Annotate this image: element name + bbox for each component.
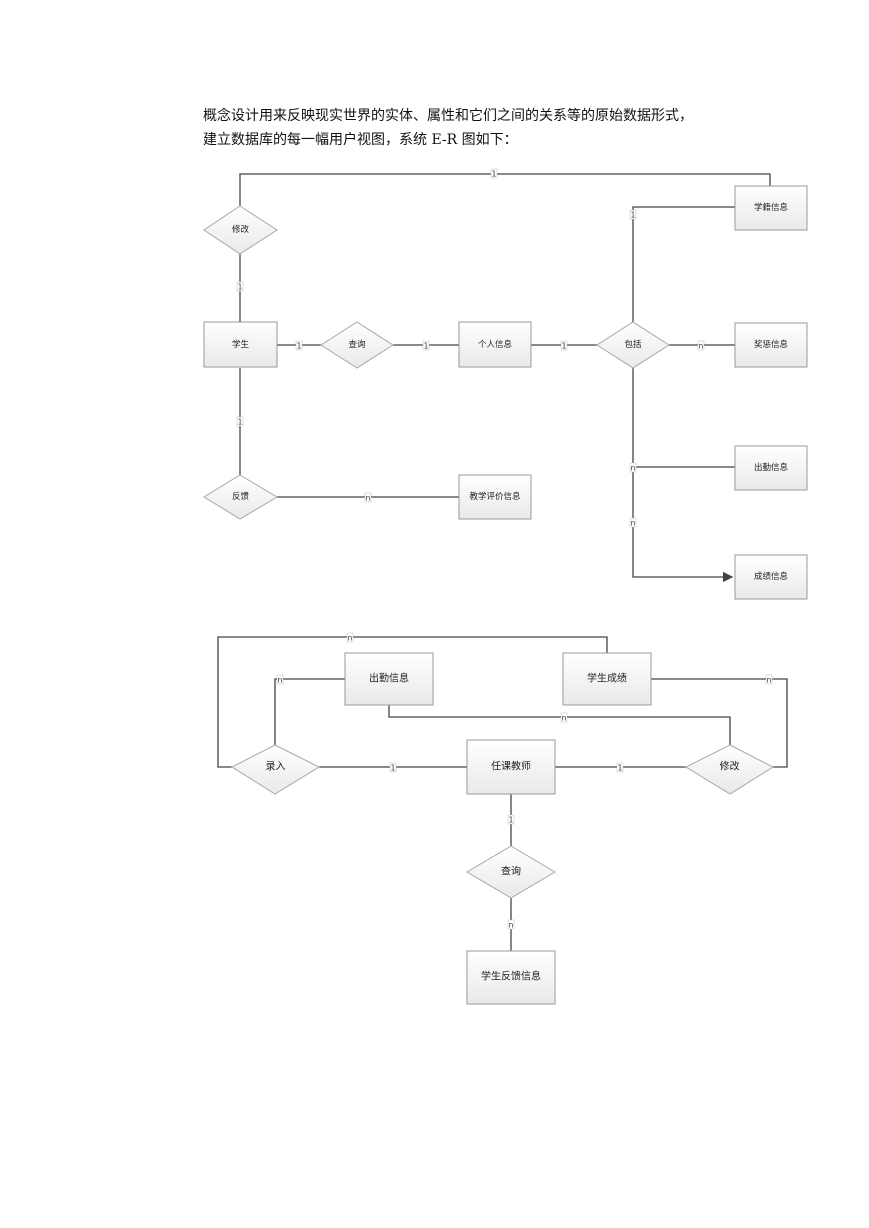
cardinality-include-attendance: n	[629, 462, 637, 473]
svg-text:1: 1	[618, 764, 623, 773]
relation2-input[interactable]: 录入	[230, 744, 321, 795]
svg-text:1: 1	[238, 283, 243, 292]
connector-input-grade-loop	[217, 636, 608, 768]
intro-paragraph: 概念设计用来反映现实世界的实体、属性和它们之间的关系等的原始数据形式， 建立数据…	[203, 104, 803, 152]
entity-teaching-eval-info-label: 教学评价信息	[469, 491, 521, 502]
entity-reward-info-label: 奖惩信息	[754, 339, 789, 350]
cardinality-modify-student: 1	[236, 281, 244, 292]
entity2-attendance-info-label: 出勤信息	[369, 672, 409, 685]
cardinality-include-reward: n	[697, 340, 705, 351]
cardinality-student-query: 1	[295, 340, 303, 351]
svg-text:n: n	[278, 676, 283, 685]
cardinality-info-include: 1	[560, 340, 568, 351]
svg-text:1: 1	[424, 342, 429, 351]
cardinality-query-info: 1	[422, 340, 430, 351]
svg-text:1: 1	[492, 170, 497, 179]
relation2-query[interactable]: 查询	[466, 845, 556, 899]
svg-text:1: 1	[391, 764, 396, 773]
relation-include-label: 包括	[624, 339, 642, 350]
cardinality2-attendance-modify: n	[560, 712, 568, 723]
connector-attendance-modify	[388, 705, 731, 745]
relation2-query-label: 查询	[501, 865, 521, 878]
entity2-student-grade[interactable]: 学生成绩	[562, 652, 652, 706]
entity-enrollment-info[interactable]: 学籍信息	[734, 185, 808, 231]
entity-enrollment-info-label: 学籍信息	[754, 202, 789, 213]
connector-input-attendance	[274, 678, 345, 745]
entity-grade-info[interactable]: 成绩信息	[734, 554, 808, 600]
entity-attendance-info[interactable]: 出勤信息	[734, 445, 808, 491]
intro-line-1: 概念设计用来反映现实世界的实体、属性和它们之间的关系等的原始数据形式，	[203, 108, 693, 124]
cardinality2-grade-modify: n	[765, 674, 773, 685]
relation2-modify[interactable]: 修改	[684, 744, 775, 795]
cardinality2-query-feedback: n	[507, 919, 515, 930]
entity-student-label: 学生	[232, 339, 250, 350]
cardinality-top: 1	[490, 168, 498, 179]
svg-text:1: 1	[631, 211, 636, 220]
svg-text:1: 1	[509, 816, 514, 825]
connector-modify-enrollment	[239, 173, 771, 206]
relation-feedback[interactable]: 反馈	[203, 474, 278, 520]
svg-text:1: 1	[562, 342, 567, 351]
svg-text:n: n	[509, 921, 514, 930]
svg-text:n: n	[767, 676, 772, 685]
relation-query-label: 查询	[348, 339, 365, 350]
relation2-input-label: 录入	[266, 761, 286, 773]
entity2-attendance-info[interactable]: 出勤信息	[344, 652, 434, 706]
entity2-student-feedback-info-label: 学生反馈信息	[481, 970, 541, 983]
connector-include-grade	[632, 368, 734, 583]
diagram-2: 出勤信息 学生成绩 任课教师 学生反馈信息 录入 修改 查询	[217, 632, 788, 1005]
svg-text:n: n	[631, 519, 636, 528]
entity2-student-grade-label: 学生成绩	[587, 672, 627, 685]
diagram-1: 学生 个人信息 学籍信息 奖惩信息 出勤信息 成绩信息 教学评价信息	[203, 168, 808, 600]
connector-include-enrollment	[632, 206, 735, 322]
intro-line-2: 建立数据库的每一幅用户视图，系统 E-R 图如下：	[203, 132, 518, 148]
relation-feedback-label: 反馈	[232, 491, 250, 502]
svg-text:1: 1	[297, 342, 302, 351]
svg-text:n: n	[562, 714, 567, 723]
cardinality-feedback-eval: n	[364, 492, 372, 503]
entity-reward-info[interactable]: 奖惩信息	[734, 322, 808, 368]
svg-text:n: n	[366, 494, 371, 503]
cardinality-enroll: 1	[629, 209, 637, 220]
entity-teaching-eval-info[interactable]: 教学评价信息	[458, 474, 532, 520]
entity-personal-info[interactable]: 个人信息	[458, 321, 532, 368]
relation-query[interactable]: 查询	[320, 321, 394, 369]
cardinality2-teacher-modify: 1	[616, 762, 624, 773]
relation-modify-label: 修改	[232, 224, 250, 235]
cardinality-include-grade: n	[629, 517, 637, 528]
entity2-teacher[interactable]: 任课教师	[466, 739, 556, 795]
svg-text:1: 1	[238, 418, 243, 427]
entity-grade-info-label: 成绩信息	[754, 571, 789, 582]
connector-grade-modify	[651, 678, 788, 768]
entity2-teacher-label: 任课教师	[491, 760, 531, 773]
entity-personal-info-label: 个人信息	[478, 339, 513, 350]
svg-text:n: n	[631, 464, 636, 473]
cardinality2-teacher-query: 1	[507, 814, 515, 825]
entity-student[interactable]: 学生	[203, 321, 278, 368]
relation-modify[interactable]: 修改	[203, 205, 278, 255]
entity2-student-feedback-info[interactable]: 学生反馈信息	[466, 950, 556, 1005]
relation2-modify-label: 修改	[720, 760, 740, 773]
svg-text:n: n	[348, 634, 353, 643]
cardinality2-input-attendance: n	[276, 674, 284, 685]
svg-text:n: n	[699, 342, 704, 351]
cardinality2-top-loop: n	[346, 632, 354, 643]
relation-include[interactable]: 包括	[596, 321, 670, 369]
entity-attendance-info-label: 出勤信息	[754, 462, 789, 473]
cardinality2-input-teacher: 1	[389, 762, 397, 773]
cardinality-student-feedback: 1	[236, 416, 244, 427]
